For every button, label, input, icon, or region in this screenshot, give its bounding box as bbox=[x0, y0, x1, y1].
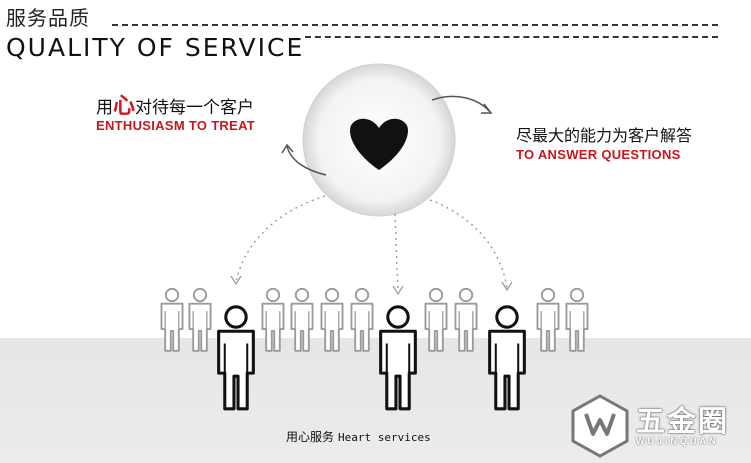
person-icon bbox=[488, 305, 526, 411]
person-icon bbox=[320, 287, 344, 352]
title-divider bbox=[112, 24, 718, 26]
heart-icon bbox=[350, 118, 408, 170]
connector-center bbox=[394, 213, 399, 293]
person-icon bbox=[217, 305, 255, 411]
person-icon bbox=[454, 287, 478, 352]
person-icon bbox=[261, 287, 285, 352]
connector-right bbox=[429, 199, 508, 289]
left-callout-suffix: 对待每一个客户 bbox=[135, 98, 255, 118]
title-divider-lower bbox=[305, 36, 718, 38]
arrow-left-icon bbox=[286, 145, 327, 176]
watermark-name: 五金圈 bbox=[636, 404, 730, 438]
connector-left bbox=[235, 195, 326, 283]
person-icon bbox=[350, 287, 374, 352]
left-callout-highlight: 心 bbox=[113, 94, 136, 119]
caption-en: Heart services bbox=[338, 431, 431, 444]
caption-cn: 用心服务 bbox=[286, 430, 335, 444]
person-icon bbox=[536, 287, 560, 352]
wujinquan-logo bbox=[571, 394, 629, 458]
person-icon bbox=[160, 287, 184, 352]
right-callout-en: TO ANSWER QUESTIONS bbox=[516, 147, 681, 162]
person-icon bbox=[188, 287, 212, 352]
person-icon bbox=[565, 287, 589, 352]
title-cn: 服务品质 bbox=[6, 6, 90, 30]
left-callout-en: ENTHUSIASM TO TREAT bbox=[96, 118, 256, 133]
person-icon bbox=[290, 287, 314, 352]
person-icon bbox=[424, 287, 448, 352]
left-callout-prefix: 用 bbox=[96, 98, 113, 118]
person-icon bbox=[379, 305, 417, 411]
arrow-right-icon bbox=[431, 95, 491, 113]
watermark-sub: WUJINQUAN bbox=[636, 436, 719, 446]
left-callout-cn: 用心对待每一个客户 bbox=[96, 88, 254, 120]
title-en: QUALITY OF SERVICE bbox=[6, 33, 305, 62]
right-callout-cn: 尽最大的能力为客户解答 bbox=[516, 126, 693, 145]
